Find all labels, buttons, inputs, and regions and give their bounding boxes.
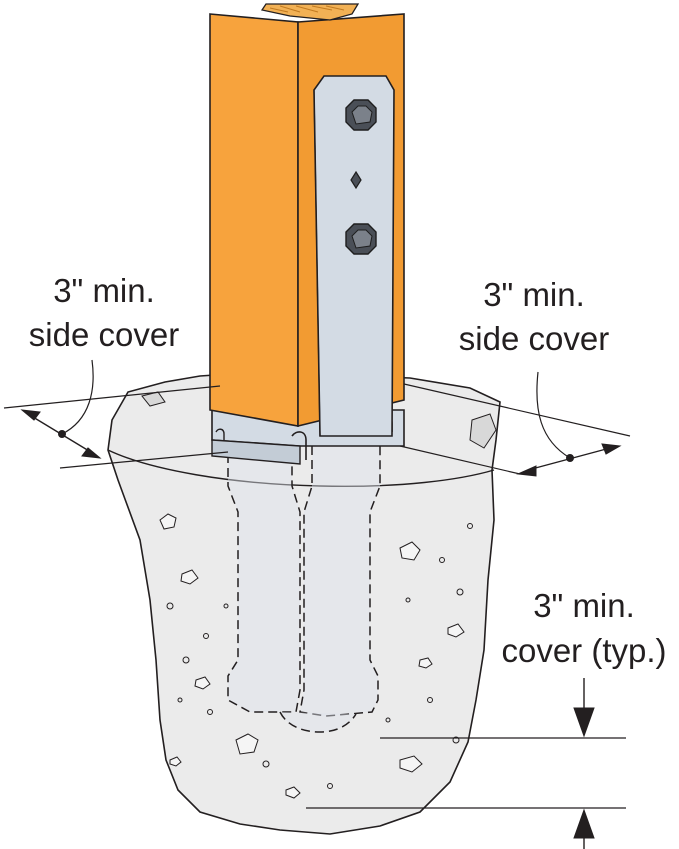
hex-bolt-icon [345,99,377,131]
post-grain [269,5,345,13]
arrowhead-icon [573,707,595,738]
right-cover-label-line2: side cover [459,320,609,357]
aggregate-specks [166,523,473,789]
base-plate-hook [215,428,225,440]
base-plate-hook [291,431,307,460]
arrowhead-icon [81,447,102,459]
anchor-bottom-bend [279,711,357,733]
left-cover-label-line2: side cover [29,316,179,353]
post-top-cut [260,3,360,21]
footing-rim-chip [469,413,497,449]
post-side-face [209,13,299,427]
aggregate-stones [159,513,465,799]
left-cover-label-line1: 3" min. [53,272,155,309]
steel-side-strap [313,75,395,437]
arrowhead-icon [516,465,537,477]
embedded-anchor-legs [227,440,381,733]
hex-bolt-icon [345,223,377,255]
right-side-cover-dimension [399,371,631,477]
bottom-cover-label-line1: 3" min. [533,587,635,624]
arrowhead-icon [601,443,622,455]
footing-top-edge [107,449,495,487]
right-anchor-leg [299,440,381,717]
base-plate-front [211,439,301,465]
strap-edge [313,89,321,437]
bottom-cover-dimension [306,678,626,849]
bottom-cover-label-line2: cover (typ.) [501,632,666,669]
arrowhead-icon [573,808,595,839]
left-anchor-leg [227,440,301,713]
diamond-nail-hole-icon [350,170,362,190]
arrowhead-icon [20,409,41,421]
right-cover-label-line1: 3" min. [483,276,585,313]
left-side-cover-dimension [3,359,229,469]
